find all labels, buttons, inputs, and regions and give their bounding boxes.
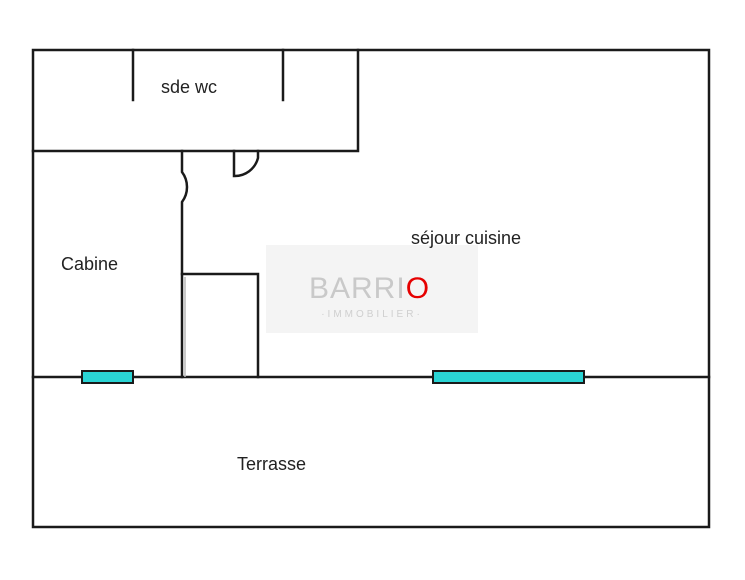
bathroom-door-swing (232, 149, 260, 178)
window-living (432, 370, 585, 384)
label-bathroom: sde wc (161, 77, 217, 97)
watermark-background (266, 245, 478, 333)
watermark-brand-main: BARRI (309, 272, 406, 305)
cabin-wall-door (180, 149, 189, 379)
label-living: séjour cuisine (411, 228, 521, 248)
label-cabin: Cabine (61, 254, 118, 274)
watermark-logo: BARRIO ·IMMOBILIER· (266, 245, 478, 333)
watermark-subtitle: ·IMMOBILIER· (321, 309, 423, 320)
window-cabin (81, 370, 134, 384)
outer-wall (31, 48, 711, 529)
watermark-brand: BARRIO (309, 272, 430, 305)
watermark-brand-accent: O (406, 272, 430, 305)
label-terrace: Terrasse (237, 454, 306, 474)
closet-wall (180, 272, 260, 379)
bathroom-wall (31, 48, 360, 153)
